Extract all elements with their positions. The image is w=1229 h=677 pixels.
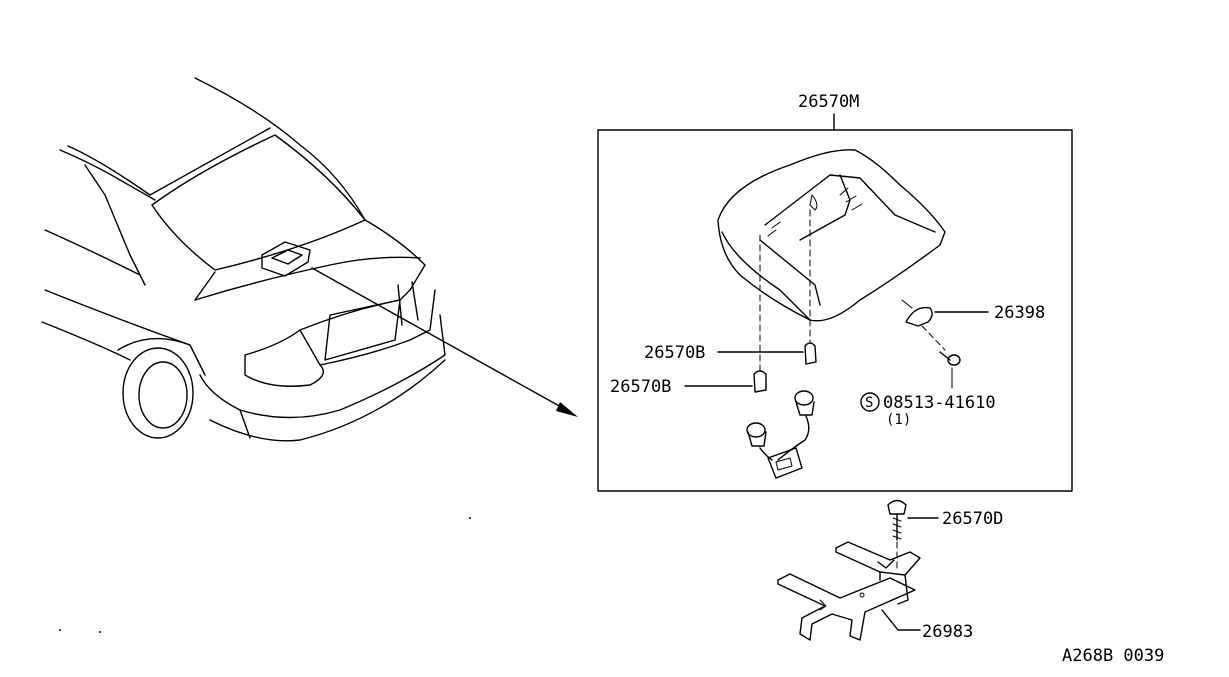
screw-part [921, 325, 961, 389]
clip-part [901, 299, 989, 327]
label-bulb-upper: 26570B [644, 343, 705, 363]
special-part-symbol [860, 392, 880, 412]
label-clip: 26398 [994, 303, 1045, 323]
wiring-harness [746, 209, 817, 479]
label-assembly: 26570M [798, 92, 859, 112]
label-bracket-screw: 26570D [942, 509, 1003, 529]
label-screw: 08513-41610 [883, 393, 996, 413]
car-illustration [41, 77, 471, 633]
special-part-symbol-text: S [865, 395, 873, 411]
label-bracket: 26983 [922, 622, 973, 642]
assembly-box [597, 129, 1073, 492]
stop-lamp-housing [717, 149, 946, 322]
diagram-id: A268B 0039 [1062, 646, 1164, 666]
label-screw-qty: (1) [886, 412, 911, 428]
bracket-screw [887, 499, 939, 571]
leader-arrow [311, 267, 578, 417]
label-bulb-lower: 26570B [610, 377, 671, 397]
bracket-part [777, 541, 921, 641]
